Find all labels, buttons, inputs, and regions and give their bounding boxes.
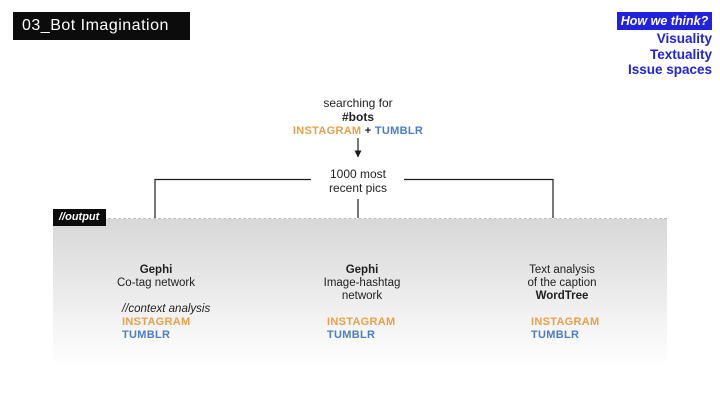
result-step: 1000 most recent pics xyxy=(308,167,408,195)
slide-title-box: 03_Bot Imagination xyxy=(13,12,190,40)
column-title: Gephi xyxy=(139,264,173,276)
column-details: INSTAGRAM TUMBLR xyxy=(531,316,627,342)
column-header: Gephi Image-hashtag network xyxy=(297,264,427,303)
column-subtitle-2: of the caption xyxy=(527,277,597,289)
context-analysis-note: //context analysis xyxy=(122,303,211,315)
how-we-think-header: How we think? xyxy=(617,12,712,30)
platform-instagram-label: INSTAGRAM xyxy=(122,316,191,328)
column-title: Gephi xyxy=(345,264,379,276)
search-step: searching for #bots INSTAGRAM + TUMBLR xyxy=(258,96,458,138)
how-we-think-label: How we think? xyxy=(620,14,709,28)
think-topic-issue-spaces: Issue spaces xyxy=(627,62,712,77)
column-details: //context analysis INSTAGRAM TUMBLR xyxy=(122,303,221,342)
column-header: Text analysis of the caption WordTree xyxy=(497,264,627,303)
result-line-1: 1000 most xyxy=(329,167,387,181)
output-column-wordtree: Text analysis of the caption WordTree IN… xyxy=(497,264,627,342)
output-column-image-hashtag: Gephi Image-hashtag network INSTAGRAM TU… xyxy=(297,264,427,342)
column-title: WordTree xyxy=(535,290,589,302)
think-topic-textuality: Textuality xyxy=(649,46,712,62)
output-panel xyxy=(53,218,667,368)
slide-title: 03_Bot Imagination xyxy=(22,17,169,34)
column-subtitle: Image-hashtag xyxy=(323,277,401,289)
result-line-2: recent pics xyxy=(328,181,388,195)
output-label: //output xyxy=(53,209,107,226)
platform-tumblr-label: TUMBLR xyxy=(122,329,171,341)
platform-tumblr-label: TUMBLR xyxy=(327,329,376,341)
column-subtitle: Co-tag network xyxy=(117,277,195,289)
search-platforms: INSTAGRAM + TUMBLR xyxy=(258,124,458,138)
column-header: Gephi Co-tag network xyxy=(91,264,221,290)
think-topics-list: Visuality Textuality Issue spaces xyxy=(500,31,712,78)
column-subtitle-2: network xyxy=(341,290,383,302)
search-hashtag: #bots xyxy=(341,110,374,124)
platform-tumblr-label: TUMBLR xyxy=(374,125,424,137)
platform-instagram-label: INSTAGRAM xyxy=(531,316,600,328)
platform-instagram-label: INSTAGRAM xyxy=(292,125,362,137)
column-details: INSTAGRAM TUMBLR xyxy=(327,316,427,342)
platform-instagram-label: INSTAGRAM xyxy=(327,316,396,328)
platform-tumblr-label: TUMBLR xyxy=(531,329,580,341)
column-subtitle: Text analysis xyxy=(529,264,595,276)
plus-sign: + xyxy=(364,125,372,137)
output-column-cotag: Gephi Co-tag network //context analysis … xyxy=(91,264,221,342)
search-line: searching for xyxy=(323,96,393,110)
think-topic-visuality: Visuality xyxy=(656,31,712,46)
